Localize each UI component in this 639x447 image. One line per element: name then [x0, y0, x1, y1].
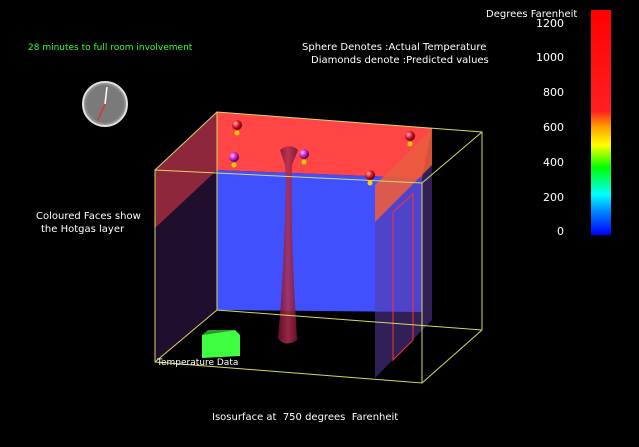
sensor-sphere [232, 120, 242, 130]
sensor-sphere [299, 149, 309, 159]
sensor-diamond [231, 162, 237, 168]
scale-tick-1000: 1000 [536, 51, 564, 64]
sensor-diamond [234, 130, 240, 136]
sensor-sphere [405, 131, 415, 141]
sensor-sphere [365, 170, 375, 180]
hot-gas-layer-front [155, 112, 217, 228]
faces-note-line2: the Hotgas layer [41, 224, 125, 235]
room-wireframe [154, 111, 483, 384]
sphere-legend: Sphere Denotes :Actual Temperature [302, 42, 487, 53]
faces-note-line1: Coloured Faces show [36, 211, 141, 222]
color-scale-bar [591, 10, 611, 235]
sensor-spheres [229, 120, 415, 186]
left-wall-hot-band [155, 112, 217, 228]
scale-tick-200: 200 [543, 191, 564, 204]
sensor-diamond [407, 141, 413, 147]
clock-icon [82, 81, 128, 127]
scale-tick-400: 400 [543, 156, 564, 169]
color-scale-title: Degrees Farenheit [486, 9, 578, 20]
back-wall-cool-layer [217, 170, 422, 312]
scale-tick-800: 800 [543, 86, 564, 99]
scale-tick-600: 600 [543, 121, 564, 134]
isosurface-plume [278, 146, 298, 344]
diamond-legend: Diamonds denote :Predicted values [311, 55, 489, 66]
sensor-sphere [229, 152, 239, 162]
isosurface-caption: Isosurface at 750 degrees Farenheit [212, 412, 399, 423]
door-outline [392, 192, 414, 362]
hot-gas-layer [217, 112, 432, 178]
scale-tick-1200: 1200 [536, 17, 564, 30]
scale-tick-0: 0 [557, 225, 564, 238]
sensor-diamond [367, 180, 373, 186]
temperature-data-label: Temperature Data [157, 358, 239, 368]
right-wall-hot-band [375, 128, 432, 222]
sensor-diamond [301, 159, 307, 165]
involvement-status: 28 minutes to full room involvement [28, 43, 193, 53]
temperature-data-block [202, 330, 240, 358]
